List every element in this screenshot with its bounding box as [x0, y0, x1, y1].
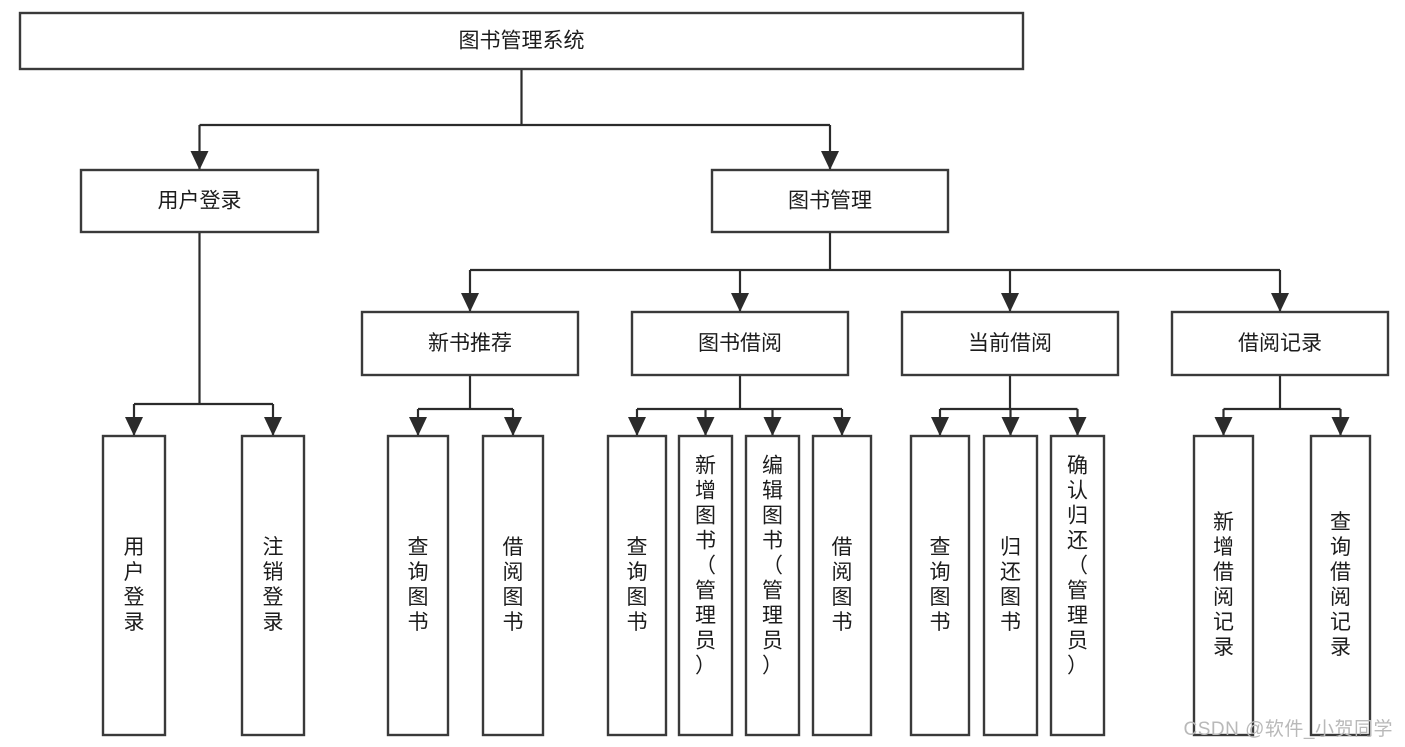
node-leaf-logout[interactable]: 注销登录 [240, 434, 306, 737]
arrow-head-icon [1331, 417, 1350, 436]
node-box-leaf-return [982, 434, 1039, 737]
arrow-head-icon [504, 417, 522, 436]
node-label-currentborrow: 当前借阅 [968, 332, 1052, 355]
node-root[interactable]: 图书管理系统 [18, 11, 1025, 71]
arrow-head-icon [409, 417, 427, 436]
node-leaf-query3[interactable]: 查询图书 [909, 434, 971, 737]
node-leaf-add[interactable]: 新增图书（管理员） [677, 434, 734, 737]
edge-group-currentborrow [931, 375, 1087, 436]
node-label-leaf-confirm: 确认归还（管理员） [1067, 454, 1088, 677]
node-box-leaf-borrow2 [811, 434, 873, 737]
node-label-leaf-borrow1: 借阅图书 [503, 536, 524, 634]
arrow-head-icon [125, 417, 143, 436]
node-box-root [18, 11, 1025, 71]
node-box-leaf-login [101, 434, 167, 737]
node-box-leaf-edit [744, 434, 801, 737]
node-box-leaf-logout [240, 434, 306, 737]
node-label-bookmgmt: 图书管理 [788, 190, 872, 213]
node-label-leaf-return: 归还图书 [1000, 536, 1021, 634]
node-label-leaf-addrec: 新增借阅记录 [1213, 511, 1234, 659]
node-layer: 图书管理系统用户登录图书管理新书推荐图书借阅当前借阅借阅记录用户登录注销登录查询… [18, 11, 1390, 737]
arrow-head-icon [190, 151, 209, 170]
node-label-leaf-edit: 编辑图书（管理员） [762, 454, 783, 677]
node-box-borrowbook [630, 310, 850, 377]
edge-group-root [190, 69, 839, 170]
node-leaf-edit[interactable]: 编辑图书（管理员） [744, 434, 801, 737]
node-label-leaf-borrow2: 借阅图书 [832, 536, 853, 634]
node-label-login: 用户登录 [158, 190, 242, 213]
arrow-head-icon [821, 151, 839, 170]
arrow-head-icon [1214, 417, 1233, 436]
node-label-leaf-query1: 查询图书 [408, 536, 429, 634]
arrow-head-icon [1271, 293, 1289, 312]
node-box-leaf-addrec [1192, 434, 1255, 737]
node-label-borrowbook: 图书借阅 [698, 332, 782, 355]
node-box-leaf-confirm [1049, 434, 1106, 737]
node-box-currentborrow [900, 310, 1120, 377]
node-label-root: 图书管理系统 [459, 30, 585, 53]
node-login[interactable]: 用户登录 [79, 168, 320, 234]
node-borrowbook[interactable]: 图书借阅 [630, 310, 850, 377]
node-box-login [79, 168, 320, 234]
node-leaf-borrow2[interactable]: 借阅图书 [811, 434, 873, 737]
node-leaf-query1[interactable]: 查询图书 [386, 434, 450, 737]
node-label-leaf-add: 新增图书（管理员） [695, 454, 716, 677]
node-box-borrowrecord [1170, 310, 1390, 377]
node-leaf-addrec[interactable]: 新增借阅记录 [1192, 434, 1255, 737]
arrow-head-icon [833, 417, 851, 436]
node-label-leaf-query3: 查询图书 [930, 536, 951, 634]
arrow-head-icon [1001, 417, 1020, 436]
node-leaf-return[interactable]: 归还图书 [982, 434, 1039, 737]
node-label-leaf-query2: 查询图书 [627, 536, 648, 634]
arrow-head-icon [264, 417, 282, 436]
arrow-head-icon [696, 417, 715, 436]
node-label-leaf-logout: 注销登录 [263, 536, 284, 634]
edge-group-login [125, 232, 282, 436]
node-box-leaf-queryrec [1309, 434, 1372, 737]
node-box-newbook [360, 310, 580, 377]
node-borrowrecord[interactable]: 借阅记录 [1170, 310, 1390, 377]
node-currentborrow[interactable]: 当前借阅 [900, 310, 1120, 377]
arrow-head-icon [1001, 293, 1019, 312]
arrow-head-icon [763, 417, 782, 436]
edge-group-bookmgmt [461, 232, 1289, 312]
node-bookmgmt[interactable]: 图书管理 [710, 168, 950, 234]
arrow-head-icon [461, 293, 479, 312]
edge-group-borrowrecord [1214, 375, 1350, 436]
node-newbook[interactable]: 新书推荐 [360, 310, 580, 377]
arrow-head-icon [731, 293, 749, 312]
node-leaf-login[interactable]: 用户登录 [101, 434, 167, 737]
arrow-head-icon [1068, 417, 1087, 436]
node-label-borrowrecord: 借阅记录 [1238, 332, 1322, 355]
node-box-bookmgmt [710, 168, 950, 234]
edge-group-newbook [409, 375, 522, 436]
node-box-leaf-query2 [606, 434, 668, 737]
node-leaf-confirm[interactable]: 确认归还（管理员） [1049, 434, 1106, 737]
node-leaf-borrow1[interactable]: 借阅图书 [481, 434, 545, 737]
node-label-leaf-queryrec: 查询借阅记录 [1330, 511, 1351, 659]
edge-group-borrowbook [628, 375, 851, 436]
node-box-leaf-add [677, 434, 734, 737]
node-box-leaf-query1 [386, 434, 450, 737]
arrow-head-icon [931, 417, 949, 436]
node-leaf-queryrec[interactable]: 查询借阅记录 [1309, 434, 1372, 737]
arrow-head-icon [628, 417, 646, 436]
node-label-newbook: 新书推荐 [428, 332, 512, 355]
connector-layer [125, 69, 1350, 436]
node-leaf-query2[interactable]: 查询图书 [606, 434, 668, 737]
node-box-leaf-borrow1 [481, 434, 545, 737]
node-label-leaf-login: 用户登录 [124, 536, 145, 634]
node-box-leaf-query3 [909, 434, 971, 737]
